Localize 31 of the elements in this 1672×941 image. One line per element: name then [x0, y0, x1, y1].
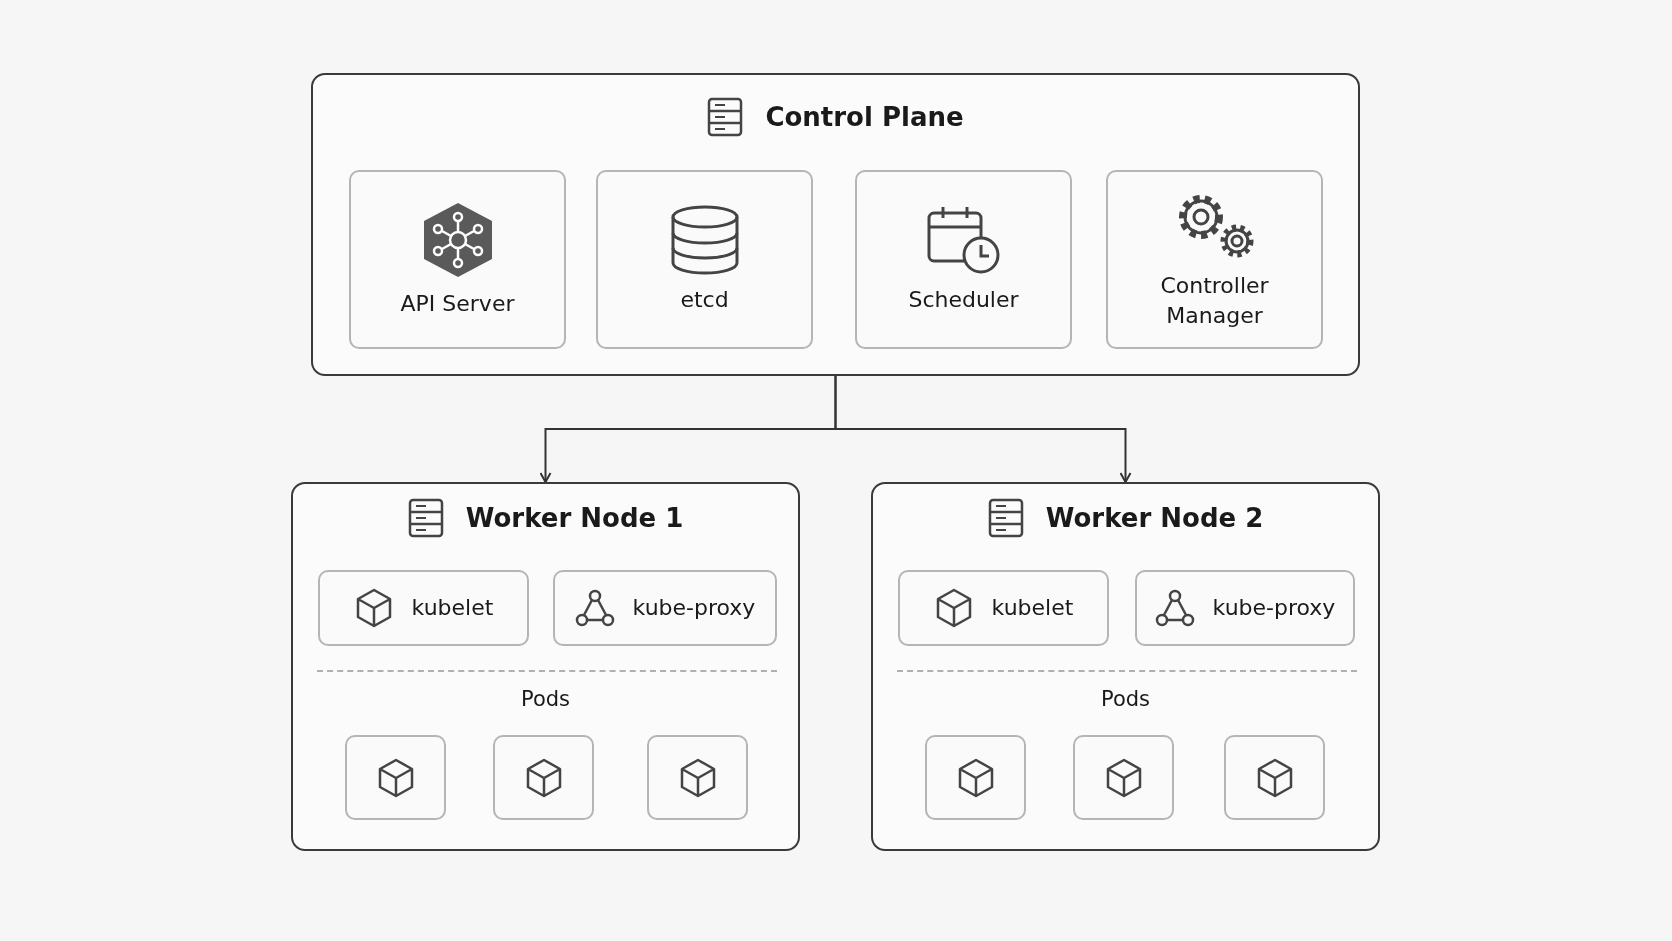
component-label: kube-proxy — [632, 594, 756, 622]
agent-box — [553, 570, 777, 646]
section-label: Pods — [1101, 687, 1150, 711]
component-label: Controller Manager — [1159, 271, 1270, 330]
worker-node-panel — [291, 482, 800, 851]
component-label: etcd — [680, 285, 729, 314]
component-box — [596, 170, 813, 349]
component-box — [855, 170, 1072, 349]
component-label: Scheduler — [908, 285, 1019, 314]
pod-box — [1224, 735, 1325, 820]
section-label: Pods — [521, 687, 570, 711]
agent-box — [898, 570, 1109, 646]
agent-box — [1135, 570, 1355, 646]
panel-title: Control Plane — [765, 102, 964, 132]
component-label: kube-proxy — [1212, 594, 1336, 622]
panel-title: Worker Node 2 — [1045, 503, 1264, 533]
component-box — [1106, 170, 1323, 349]
pod-box — [493, 735, 594, 820]
arrow — [834, 375, 1132, 483]
component-label: kubelet — [411, 594, 494, 622]
agent-box — [318, 570, 529, 646]
pod-box — [647, 735, 748, 820]
worker-node-panel — [871, 482, 1380, 851]
control-plane-panel — [311, 73, 1360, 376]
pod-box — [1073, 735, 1174, 820]
panel-title: Worker Node 1 — [465, 503, 684, 533]
pod-box — [345, 735, 446, 820]
component-box — [349, 170, 566, 349]
pod-box — [925, 735, 1026, 820]
component-label: API Server — [400, 289, 515, 318]
component-label: kubelet — [991, 594, 1074, 622]
